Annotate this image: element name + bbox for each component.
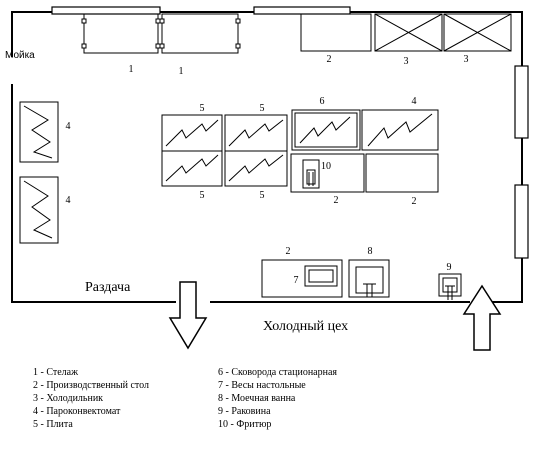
- handsink-9: [438, 273, 462, 300]
- label-handsink-9: 9: [447, 262, 452, 273]
- label-skillet-6: 6: [320, 96, 325, 107]
- table-center: [365, 153, 439, 193]
- legend-item: 2 - Производственный стол: [33, 380, 150, 391]
- legend-item: 9 - Раковина: [218, 406, 271, 417]
- label-stove-5b: 5: [260, 103, 265, 114]
- legend-item: 4 - Пароконвектомат: [33, 406, 121, 417]
- label-distribution: Раздача: [85, 280, 131, 295]
- rack-1a: [81, 13, 161, 54]
- label-table-top: 2: [327, 54, 332, 65]
- wall-left-bottom: [11, 84, 176, 303]
- label-stove-5d: 5: [260, 190, 265, 201]
- arrow-down-icon: [168, 281, 208, 350]
- stove-5b: [224, 114, 288, 152]
- rack-1b: [159, 13, 241, 54]
- oven-center-4: [361, 109, 439, 151]
- wall-right-bottom: [486, 258, 523, 303]
- wash-bath-8: [348, 259, 390, 298]
- legend-left: 1 - Стелаж 2 - Производственный стол 3 -…: [33, 366, 149, 431]
- window-top-left: [51, 6, 161, 15]
- legend-item: 8 - Моечная ванна: [218, 393, 296, 404]
- legend-item: 5 - Плита: [33, 419, 73, 430]
- walls: [11, 11, 523, 303]
- label-table-center: 2: [412, 196, 417, 207]
- skillet-6: [291, 109, 361, 151]
- label-stove-5c: 5: [200, 190, 205, 201]
- stove-5d: [224, 150, 288, 187]
- label-rack-1a: 1: [129, 64, 134, 75]
- window-right-upper: [514, 65, 529, 139]
- oven-left-4a: [19, 101, 59, 163]
- scales-7: [304, 265, 338, 287]
- legend-item: 7 - Весы настольные: [218, 380, 306, 391]
- label-wash-bath-8: 8: [368, 246, 373, 257]
- oven-left-4b: [19, 176, 59, 244]
- label-oven-left-4a: 4: [66, 121, 71, 132]
- label-table-fryer: 2: [334, 195, 339, 206]
- table-top: [300, 13, 372, 52]
- windows: [51, 6, 529, 259]
- fridge-3a: [374, 13, 443, 52]
- label-stove-5a: 5: [200, 103, 205, 114]
- label-oven-left-4b: 4: [66, 195, 71, 206]
- fryer-10: [302, 159, 320, 189]
- label-oven-center-4: 4: [412, 96, 417, 107]
- wall-top-right-and-right: [350, 11, 523, 66]
- label-rack-1b: 1: [179, 66, 184, 77]
- window-top-right: [253, 6, 351, 15]
- label-scales-7: 7: [294, 275, 299, 286]
- legend-item: 3 - Холодильник: [33, 393, 104, 404]
- fridge-3b: [443, 13, 512, 52]
- label-fridge-3a: 3: [404, 56, 409, 67]
- label-sink-area: Мойка: [5, 50, 35, 61]
- label-fridge-3b: 3: [464, 54, 469, 65]
- wall-top-left: [11, 11, 52, 57]
- stove-5c: [161, 150, 223, 187]
- legend-item: 6 - Сковорода стационарная: [218, 367, 337, 378]
- arrow-up-icon: [462, 284, 502, 351]
- legend-item: 10 - Фритюр: [218, 419, 272, 430]
- table-bottom: [261, 259, 343, 298]
- label-fryer-10: 10: [321, 161, 331, 172]
- window-right-lower: [514, 184, 529, 259]
- stove-5a: [161, 114, 223, 152]
- label-table-bottom: 2: [286, 246, 291, 257]
- label-cold-shop: Холодный цех: [263, 319, 348, 334]
- legend-item: 1 - Стелаж: [33, 367, 79, 378]
- table-fryer: [290, 153, 365, 193]
- legend-right: 6 - Сковорода стационарная 7 - Весы наст…: [218, 366, 337, 431]
